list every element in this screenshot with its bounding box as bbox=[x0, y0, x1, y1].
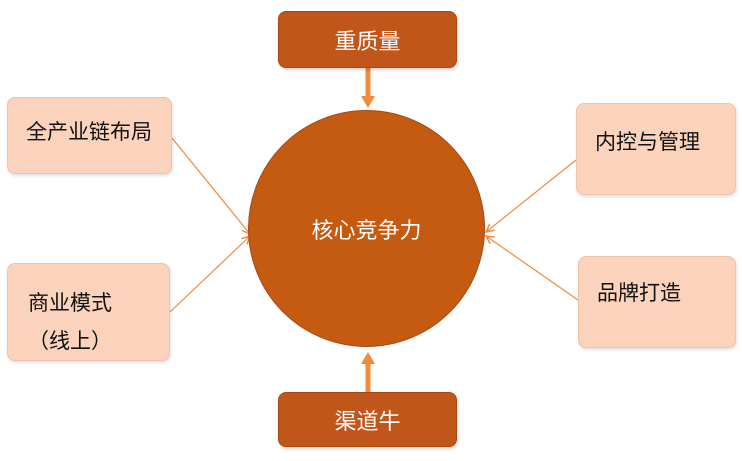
arrow-right-top bbox=[486, 159, 577, 232]
node-right-bottom: 品牌打造 bbox=[578, 256, 736, 348]
arrow-left-top bbox=[171, 137, 250, 234]
node-left-top: 全产业链布局 bbox=[7, 97, 172, 174]
core-circle-label: 核心竞争力 bbox=[311, 218, 422, 244]
node-left-bottom-line1: 商业模式 bbox=[28, 291, 112, 315]
arrow-left-bottom bbox=[169, 236, 250, 313]
node-bottom-label: 渠道牛 bbox=[334, 409, 401, 435]
node-left-bottom-line2: （线上） bbox=[28, 329, 112, 353]
node-left-top-label: 全产业链布局 bbox=[26, 120, 152, 144]
node-right-top-label: 内控与管理 bbox=[595, 130, 700, 154]
arrow-right-bottom bbox=[486, 236, 579, 301]
node-top: 重质量 bbox=[278, 11, 457, 68]
node-bottom: 渠道牛 bbox=[278, 392, 457, 447]
node-right-bottom-label: 品牌打造 bbox=[597, 281, 681, 305]
node-right-top: 内控与管理 bbox=[576, 103, 736, 195]
node-top-label: 重质量 bbox=[334, 29, 401, 55]
node-left-bottom: 商业模式 （线上） bbox=[7, 263, 170, 361]
core-circle: 核心竞争力 bbox=[248, 110, 485, 347]
